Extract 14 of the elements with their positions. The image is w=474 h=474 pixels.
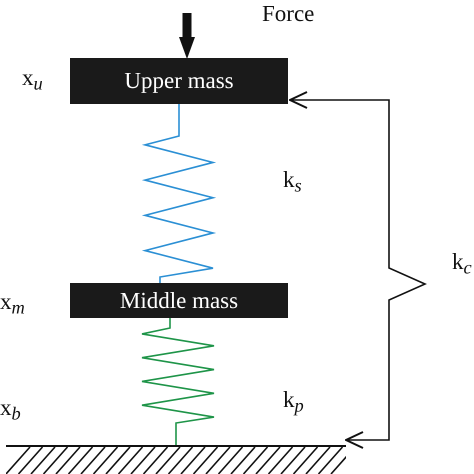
bracket-arrow bbox=[289, 91, 427, 449]
mass-block: Upper mass bbox=[70, 58, 288, 104]
edge-label: k$_{s}$ bbox=[283, 168, 302, 195]
edge-label: k$_{c}$ bbox=[452, 250, 472, 277]
edge-label: k$_{p}$ bbox=[283, 388, 304, 415]
mass-block: Middle mass bbox=[70, 283, 288, 318]
position-label: x$_{u}$ bbox=[22, 66, 43, 93]
ground-hatching bbox=[6, 445, 346, 474]
position-label: x$_{m}$ bbox=[0, 290, 25, 317]
position-label: x$_{b}$ bbox=[0, 396, 21, 423]
spring-symbol bbox=[141, 318, 215, 445]
edge-label: Force bbox=[262, 2, 314, 25]
spring-symbol bbox=[142, 104, 216, 284]
force-arrow bbox=[179, 13, 195, 59]
